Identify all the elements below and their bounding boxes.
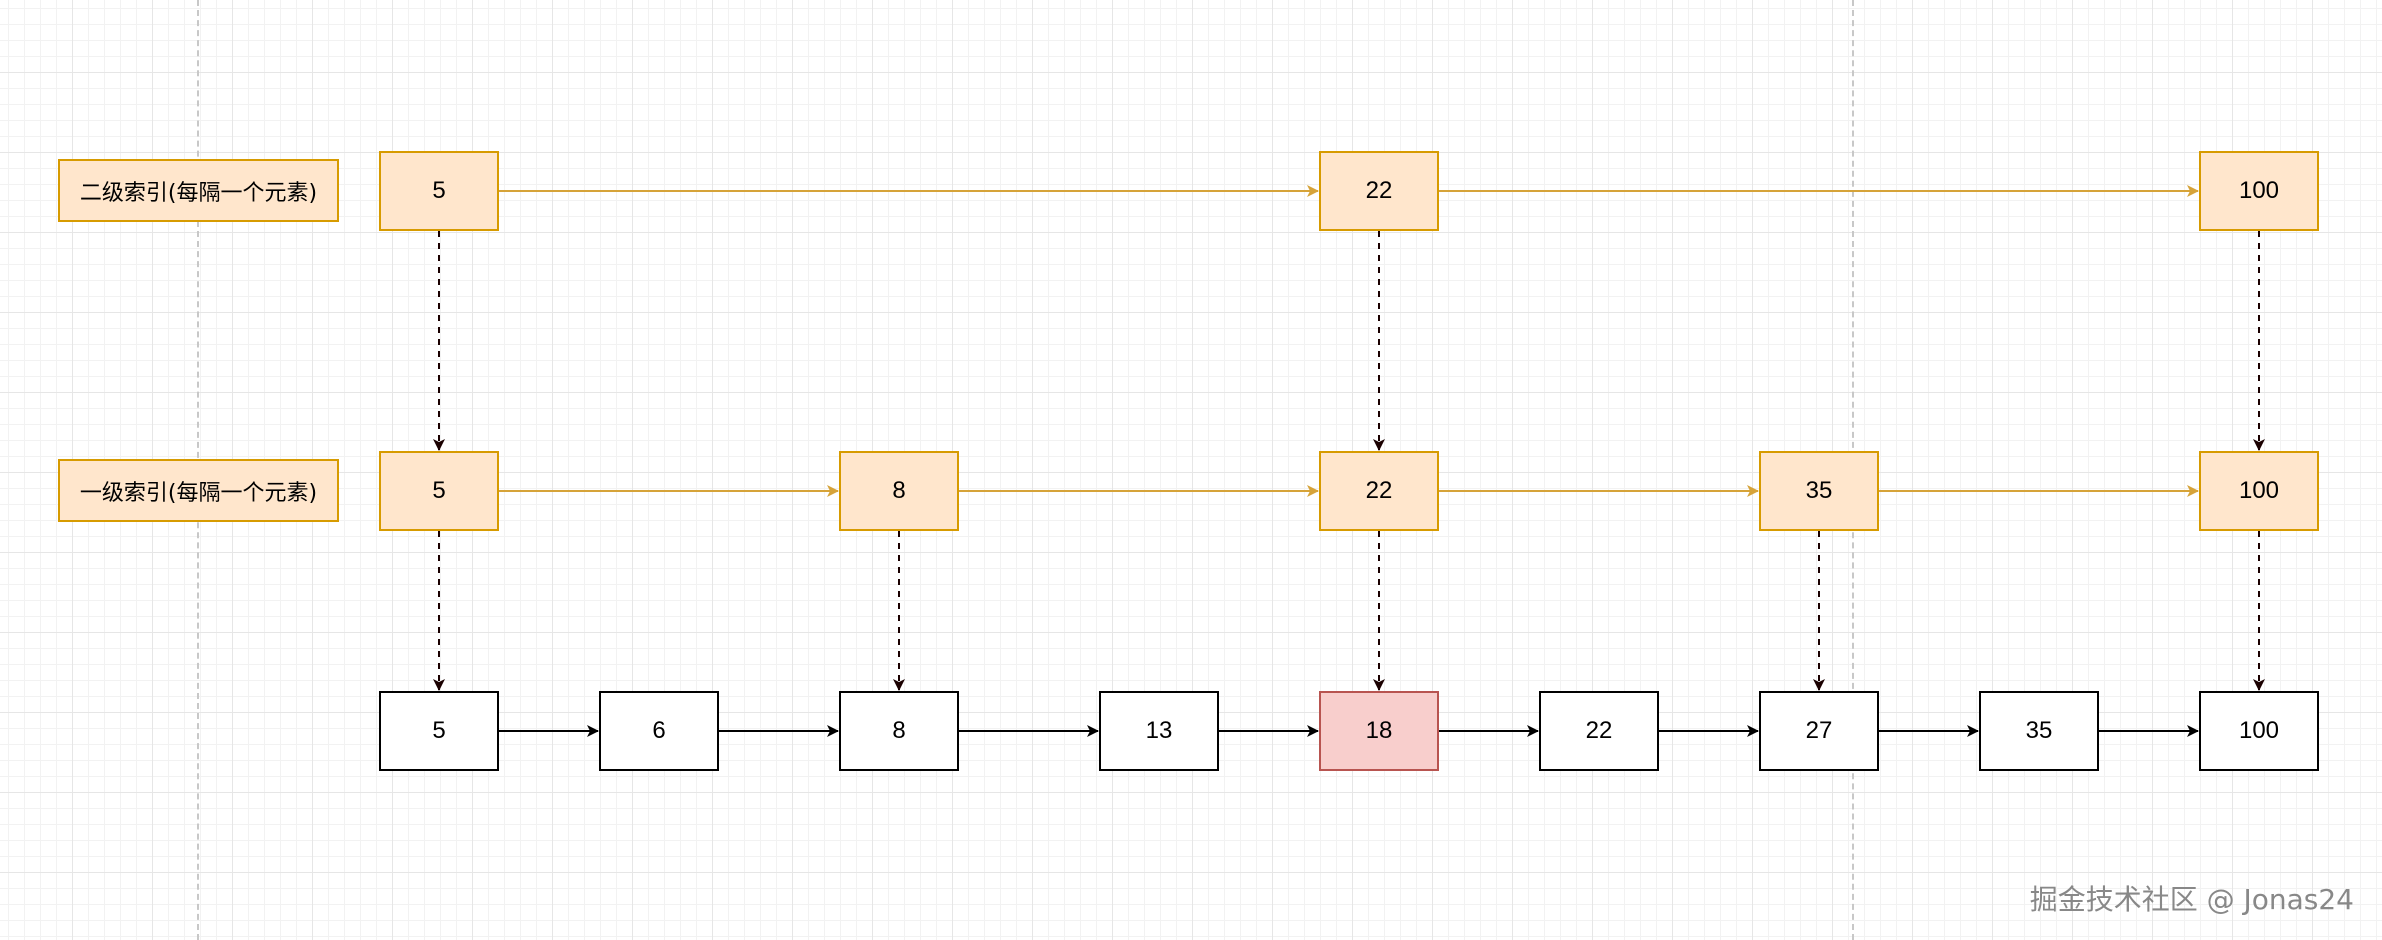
level2-node[interactable]: 5 [379, 151, 499, 231]
base-node[interactable]: 27 [1759, 691, 1879, 771]
base-node[interactable]: 13 [1099, 691, 1219, 771]
base-node[interactable]: 5 [379, 691, 499, 771]
base-node-highlighted[interactable]: 18 [1319, 691, 1439, 771]
level2-node[interactable]: 22 [1319, 151, 1439, 231]
level2-index-label[interactable]: 二级索引(每隔一个元素) [58, 159, 339, 222]
base-node[interactable]: 35 [1979, 691, 2099, 771]
level1-node[interactable]: 8 [839, 451, 959, 531]
level2-node[interactable]: 100 [2199, 151, 2319, 231]
level1-index-label[interactable]: 一级索引(每隔一个元素) [58, 459, 339, 522]
base-node[interactable]: 100 [2199, 691, 2319, 771]
level1-node[interactable]: 35 [1759, 451, 1879, 531]
level1-node[interactable]: 5 [379, 451, 499, 531]
level1-node[interactable]: 22 [1319, 451, 1439, 531]
base-node[interactable]: 6 [599, 691, 719, 771]
base-node[interactable]: 8 [839, 691, 959, 771]
base-node[interactable]: 22 [1539, 691, 1659, 771]
watermark-text: 掘金技术社区 @ Jonas24 [2029, 883, 2354, 916]
level1-node[interactable]: 100 [2199, 451, 2319, 531]
